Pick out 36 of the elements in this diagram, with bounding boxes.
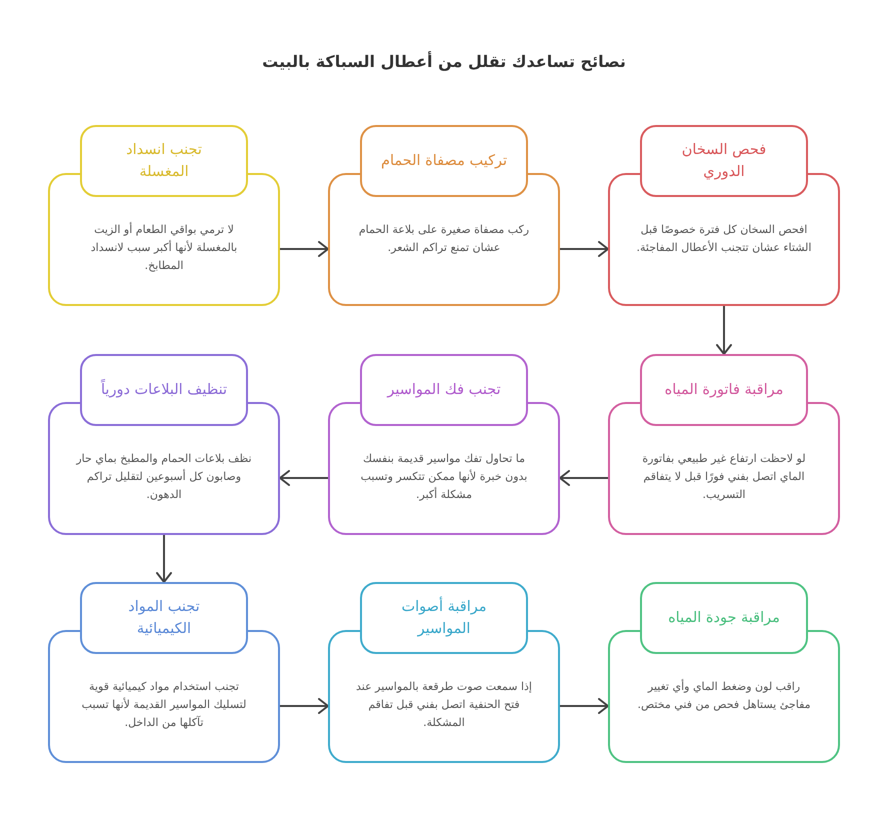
heading-box (640, 125, 808, 197)
arrow (716, 306, 732, 355)
arrow (156, 535, 172, 583)
heading-box (360, 125, 528, 197)
tip-heading: مراقبة جودة المياه (668, 609, 780, 628)
tip-text: ركب مصفاة صغيرة على بلاعة الحمام عشان تمنع تراكم الشعر. (358, 222, 530, 256)
tip-text: إذا سمعت صوت طرقعة بالمواسير عند فتح الحنفية اتصل بفني قبل تفاقم المشكلة. (355, 679, 533, 731)
tip-heading: مراقبة فاتورة المياه (664, 381, 784, 400)
tip-text: تجنب استخدام مواد كيميائية قوية لتسليك المواسير القديمة لأنها تسبب تآكلها من الداخل. (80, 679, 248, 731)
arrow (559, 470, 608, 486)
arrow (279, 470, 328, 486)
heading-box (640, 354, 808, 426)
tip-heading: تنظيف البلاعات دورياً (100, 379, 228, 401)
tip-text: راقب لون وضغط الماي وأي تغيير مفاجئ يستاهل فحص من فني مختص. (636, 678, 812, 713)
tip-heading: فحص السخان الدوري (680, 141, 768, 182)
heading-box (80, 354, 248, 426)
arrow (280, 698, 329, 714)
tip-heading: تجنب انسداد المغسلة (125, 141, 203, 182)
arrow (560, 698, 609, 714)
heading-box (360, 582, 528, 654)
heading-box (80, 125, 248, 197)
arrow (560, 241, 609, 257)
arrow (280, 241, 329, 257)
tip-heading: تجنب فك المواسير (387, 381, 501, 400)
tip-heading: تجنب المواد الكيميائية (127, 598, 201, 639)
heading-box (360, 354, 528, 426)
tip-text: نظف بلاعات الحمام والمطبخ بماي حار وصابون كل أسبوعين لتقليل تراكم الدهون. (74, 451, 253, 503)
tip-text: افحص السخان كل فترة خصوصًا قبل الشتاء عشان تتجنب الأعطال المفاجئة. (636, 222, 812, 256)
heading-box (640, 582, 808, 654)
heading-box (80, 582, 248, 654)
tip-text: لا ترمي بواقي الطعام أو الزيت بالمغسلة لأنها أكبر سبب لانسداد المطابخ. (90, 221, 238, 274)
tip-text: ما تحاول تفك مواسير قديمة بنفسك بدون خبرة لأنها ممكن تتكسر وتسبب مشكلة أكبر. (360, 451, 528, 503)
tip-heading: تركيب مصفاة الحمام (380, 152, 508, 171)
title: نصائح تساعدك تقلل من أعطال السباكة بالبيت (262, 50, 626, 73)
tip-heading: مراقبة أصوات المواسير (380, 596, 508, 640)
tip-text: لو لاحظت ارتفاع غير طبيعي بفاتورة الماي اتصل بفني فورًا قبل لا يتفاقم التسريب. (641, 451, 807, 503)
